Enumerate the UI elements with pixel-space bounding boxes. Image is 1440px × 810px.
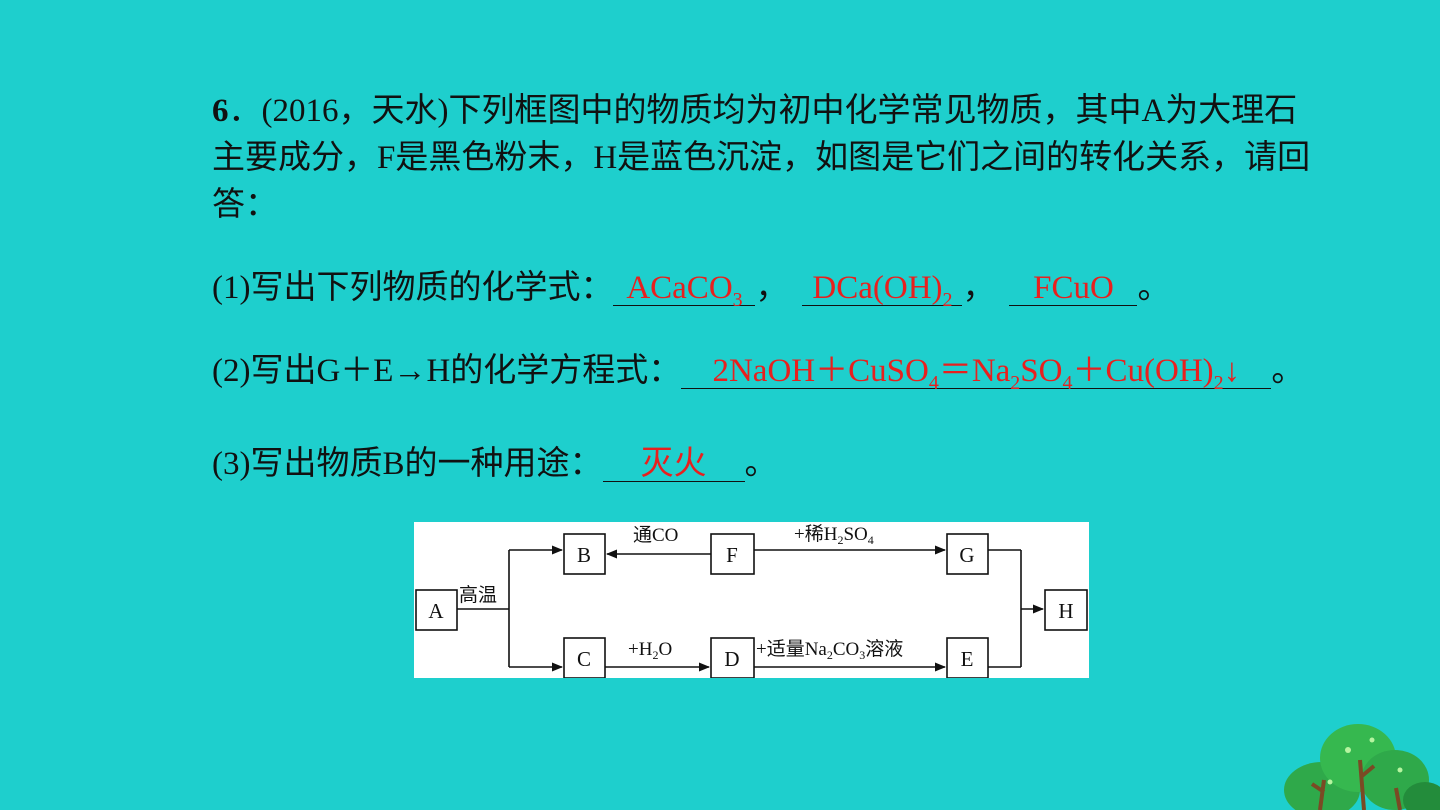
label-gaowen: 高温: [459, 584, 497, 606]
end-3: 。: [744, 446, 778, 482]
box-e: [946, 637, 989, 678]
answer-a: ACaCO3: [613, 272, 756, 310]
sep-2: ，: [962, 270, 996, 306]
label-e: E: [961, 647, 974, 671]
answer-b-use: 灭火: [602, 448, 745, 482]
label-f: F: [726, 543, 738, 567]
box-a: [415, 589, 458, 631]
label-h2o: +H2O: [628, 639, 672, 662]
part1-prompt: (1)写出下列物质的化学式：: [212, 270, 614, 306]
answer-equation: 2NaOH＋CuSO4＝Na2SO4＋Cu(OH)2↓: [681, 355, 1272, 393]
end-2: 。: [1271, 353, 1305, 389]
part3-prompt: (3)写出物质B的一种用途：: [212, 446, 603, 482]
label-b: B: [577, 543, 591, 567]
label-g: G: [959, 543, 974, 567]
flow-diagram: A B C F D G E H 高温 通CO +稀H2SO4 +H2O +适量N…: [414, 522, 1089, 678]
label-na2co3: +适量Na2CO3溶液: [756, 638, 903, 662]
label-d: D: [724, 647, 739, 671]
answer-d: DCa(OH)2: [802, 272, 963, 310]
box-g: [946, 533, 989, 575]
question-body: ．(2016，天水)下列框图中的物质均为初中化学常见物质，其中A为大理石主要成分…: [212, 93, 1311, 223]
tree-decoration: [1284, 724, 1440, 810]
question-text: 6．(2016，天水)下列框图中的物质均为初中化学常见物质，其中A为大理石主要成…: [212, 88, 1322, 229]
box-f: [710, 533, 755, 575]
box-d: [710, 637, 755, 678]
part2-prompt: (2)写出G＋E→H的化学方程式：: [212, 353, 682, 389]
part2-line: (2)写出G＋E→H的化学方程式：2NaOH＋CuSO4＝Na2SO4＋Cu(O…: [212, 343, 1305, 393]
part3-line: (3)写出物质B的一种用途：灭火。: [212, 436, 778, 484]
answer-f: FCuO: [1009, 272, 1138, 306]
part1-line: (1)写出下列物质的化学式：ACaCO3，DCa(OH)2，FCuO。: [212, 260, 1171, 310]
label-h: H: [1058, 599, 1073, 623]
label-a: A: [428, 599, 444, 623]
sep-1: ，: [755, 270, 789, 306]
end-1: 。: [1137, 270, 1171, 306]
box-h: [1044, 589, 1088, 631]
box-c: [563, 637, 606, 678]
label-tongco: 通CO: [633, 524, 678, 546]
label-c: C: [577, 647, 591, 671]
question-number: 6: [212, 93, 229, 129]
label-h2so4: +稀H2SO4: [794, 523, 874, 547]
box-b: [563, 533, 606, 575]
